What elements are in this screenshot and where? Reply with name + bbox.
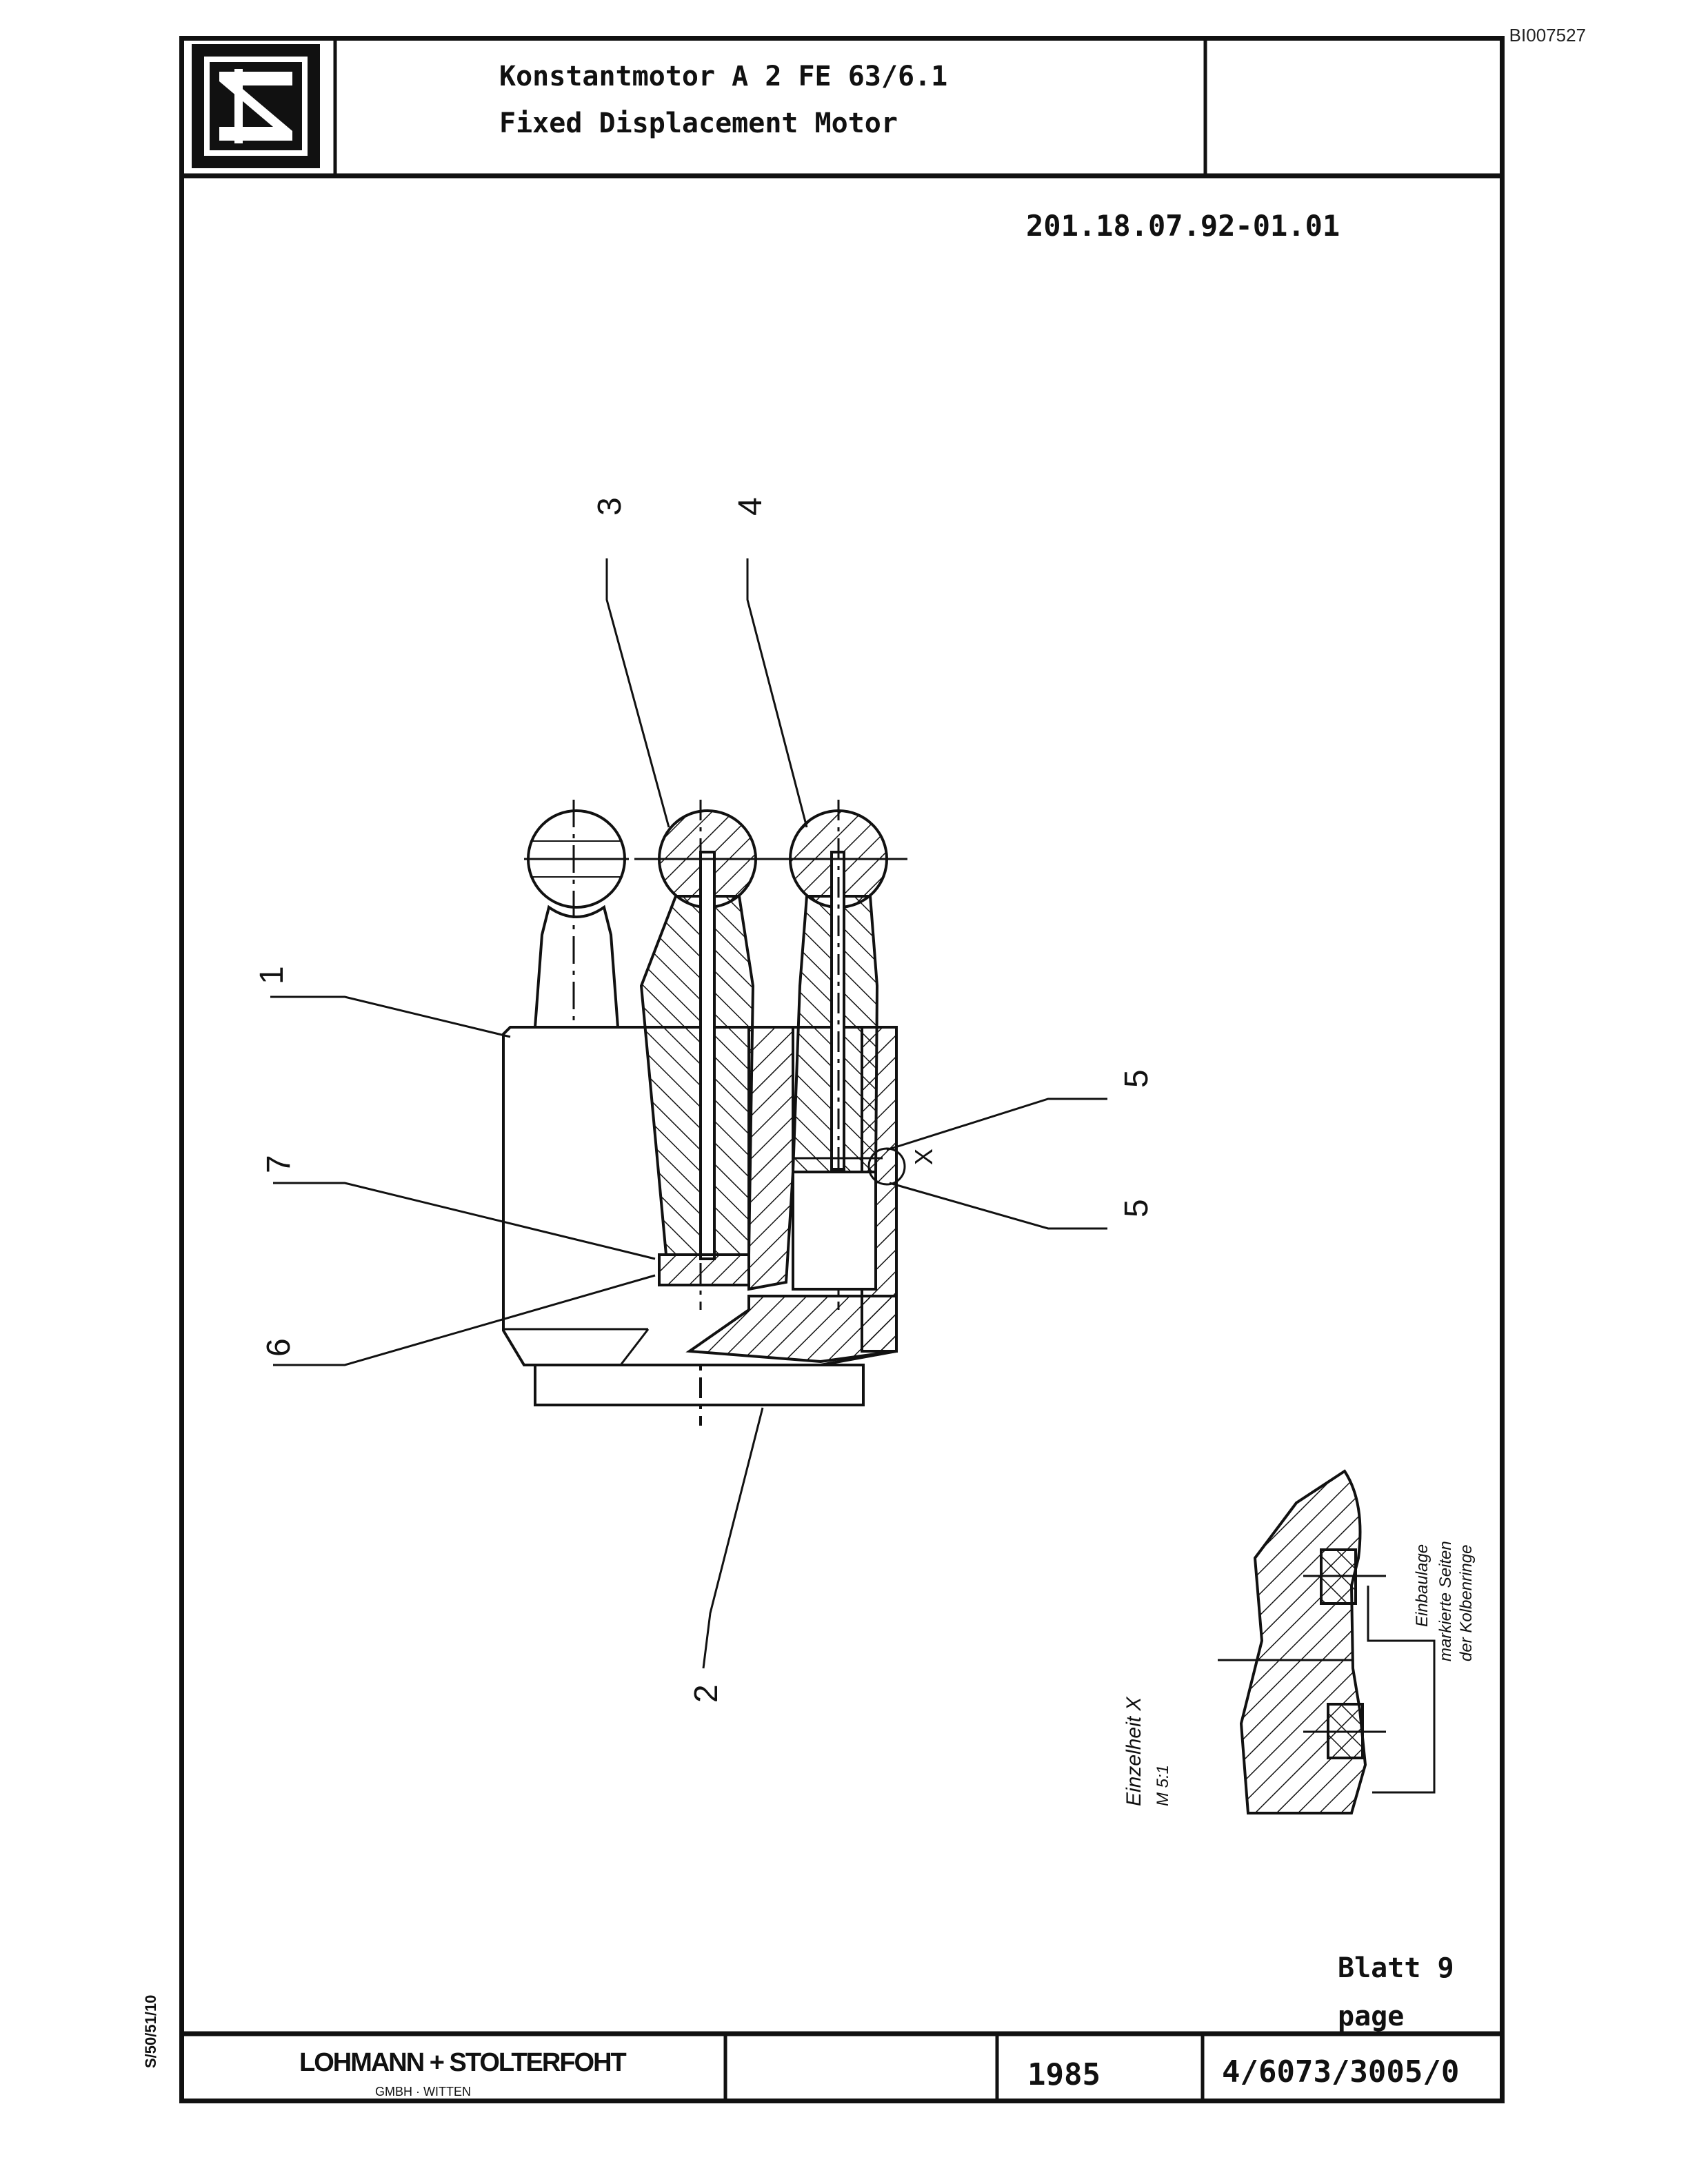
detail-scale: M 5:1 [1154, 1765, 1172, 1806]
detail-title: Einzelheit X [1123, 1697, 1145, 1806]
title-german: Konstantmotor A 2 FE 63/6.1 [499, 61, 947, 92]
drawing-frame [179, 36, 1505, 2103]
callout-5-upper: 5 [1118, 1069, 1155, 1088]
title-english: Fixed Displacement Motor [499, 108, 898, 139]
footer-block [181, 2031, 1503, 2103]
callout-2: 2 [688, 1684, 725, 1703]
company-logo [192, 44, 320, 168]
callout-1: 1 [254, 966, 290, 984]
motor-section-drawing [270, 558, 1107, 1669]
company-name: LOHMANN + STOLTERFOHT [299, 2048, 627, 2077]
detail-note-line2: markierte Seiten [1436, 1541, 1455, 1661]
document-number: 201.18.07.92-01.01 [1026, 209, 1340, 243]
detail-x-drawing [1218, 1469, 1436, 1814]
sheet-label: Blatt 9 [1338, 1952, 1454, 1984]
callout-3: 3 [592, 497, 628, 516]
drawing-number: 4/6073/3005/0 [1222, 2054, 1459, 2090]
company-location: GMBH · WITTEN [375, 2085, 471, 2099]
detail-note-line3: der Kolbenringe [1457, 1545, 1476, 1661]
title-block [181, 38, 1503, 179]
callout-7: 7 [261, 1155, 297, 1173]
callout-6: 6 [261, 1338, 297, 1357]
detail-note-line1: Einbaulage [1413, 1544, 1431, 1627]
detail-x-marker: X [910, 1149, 938, 1165]
sheet-label-english: page [1338, 2001, 1404, 2032]
callout-4: 4 [732, 497, 769, 516]
callout-5-lower: 5 [1118, 1199, 1155, 1217]
document-id-stamp: BI007527 [1509, 25, 1586, 46]
year: 1985 [1027, 2057, 1101, 2092]
